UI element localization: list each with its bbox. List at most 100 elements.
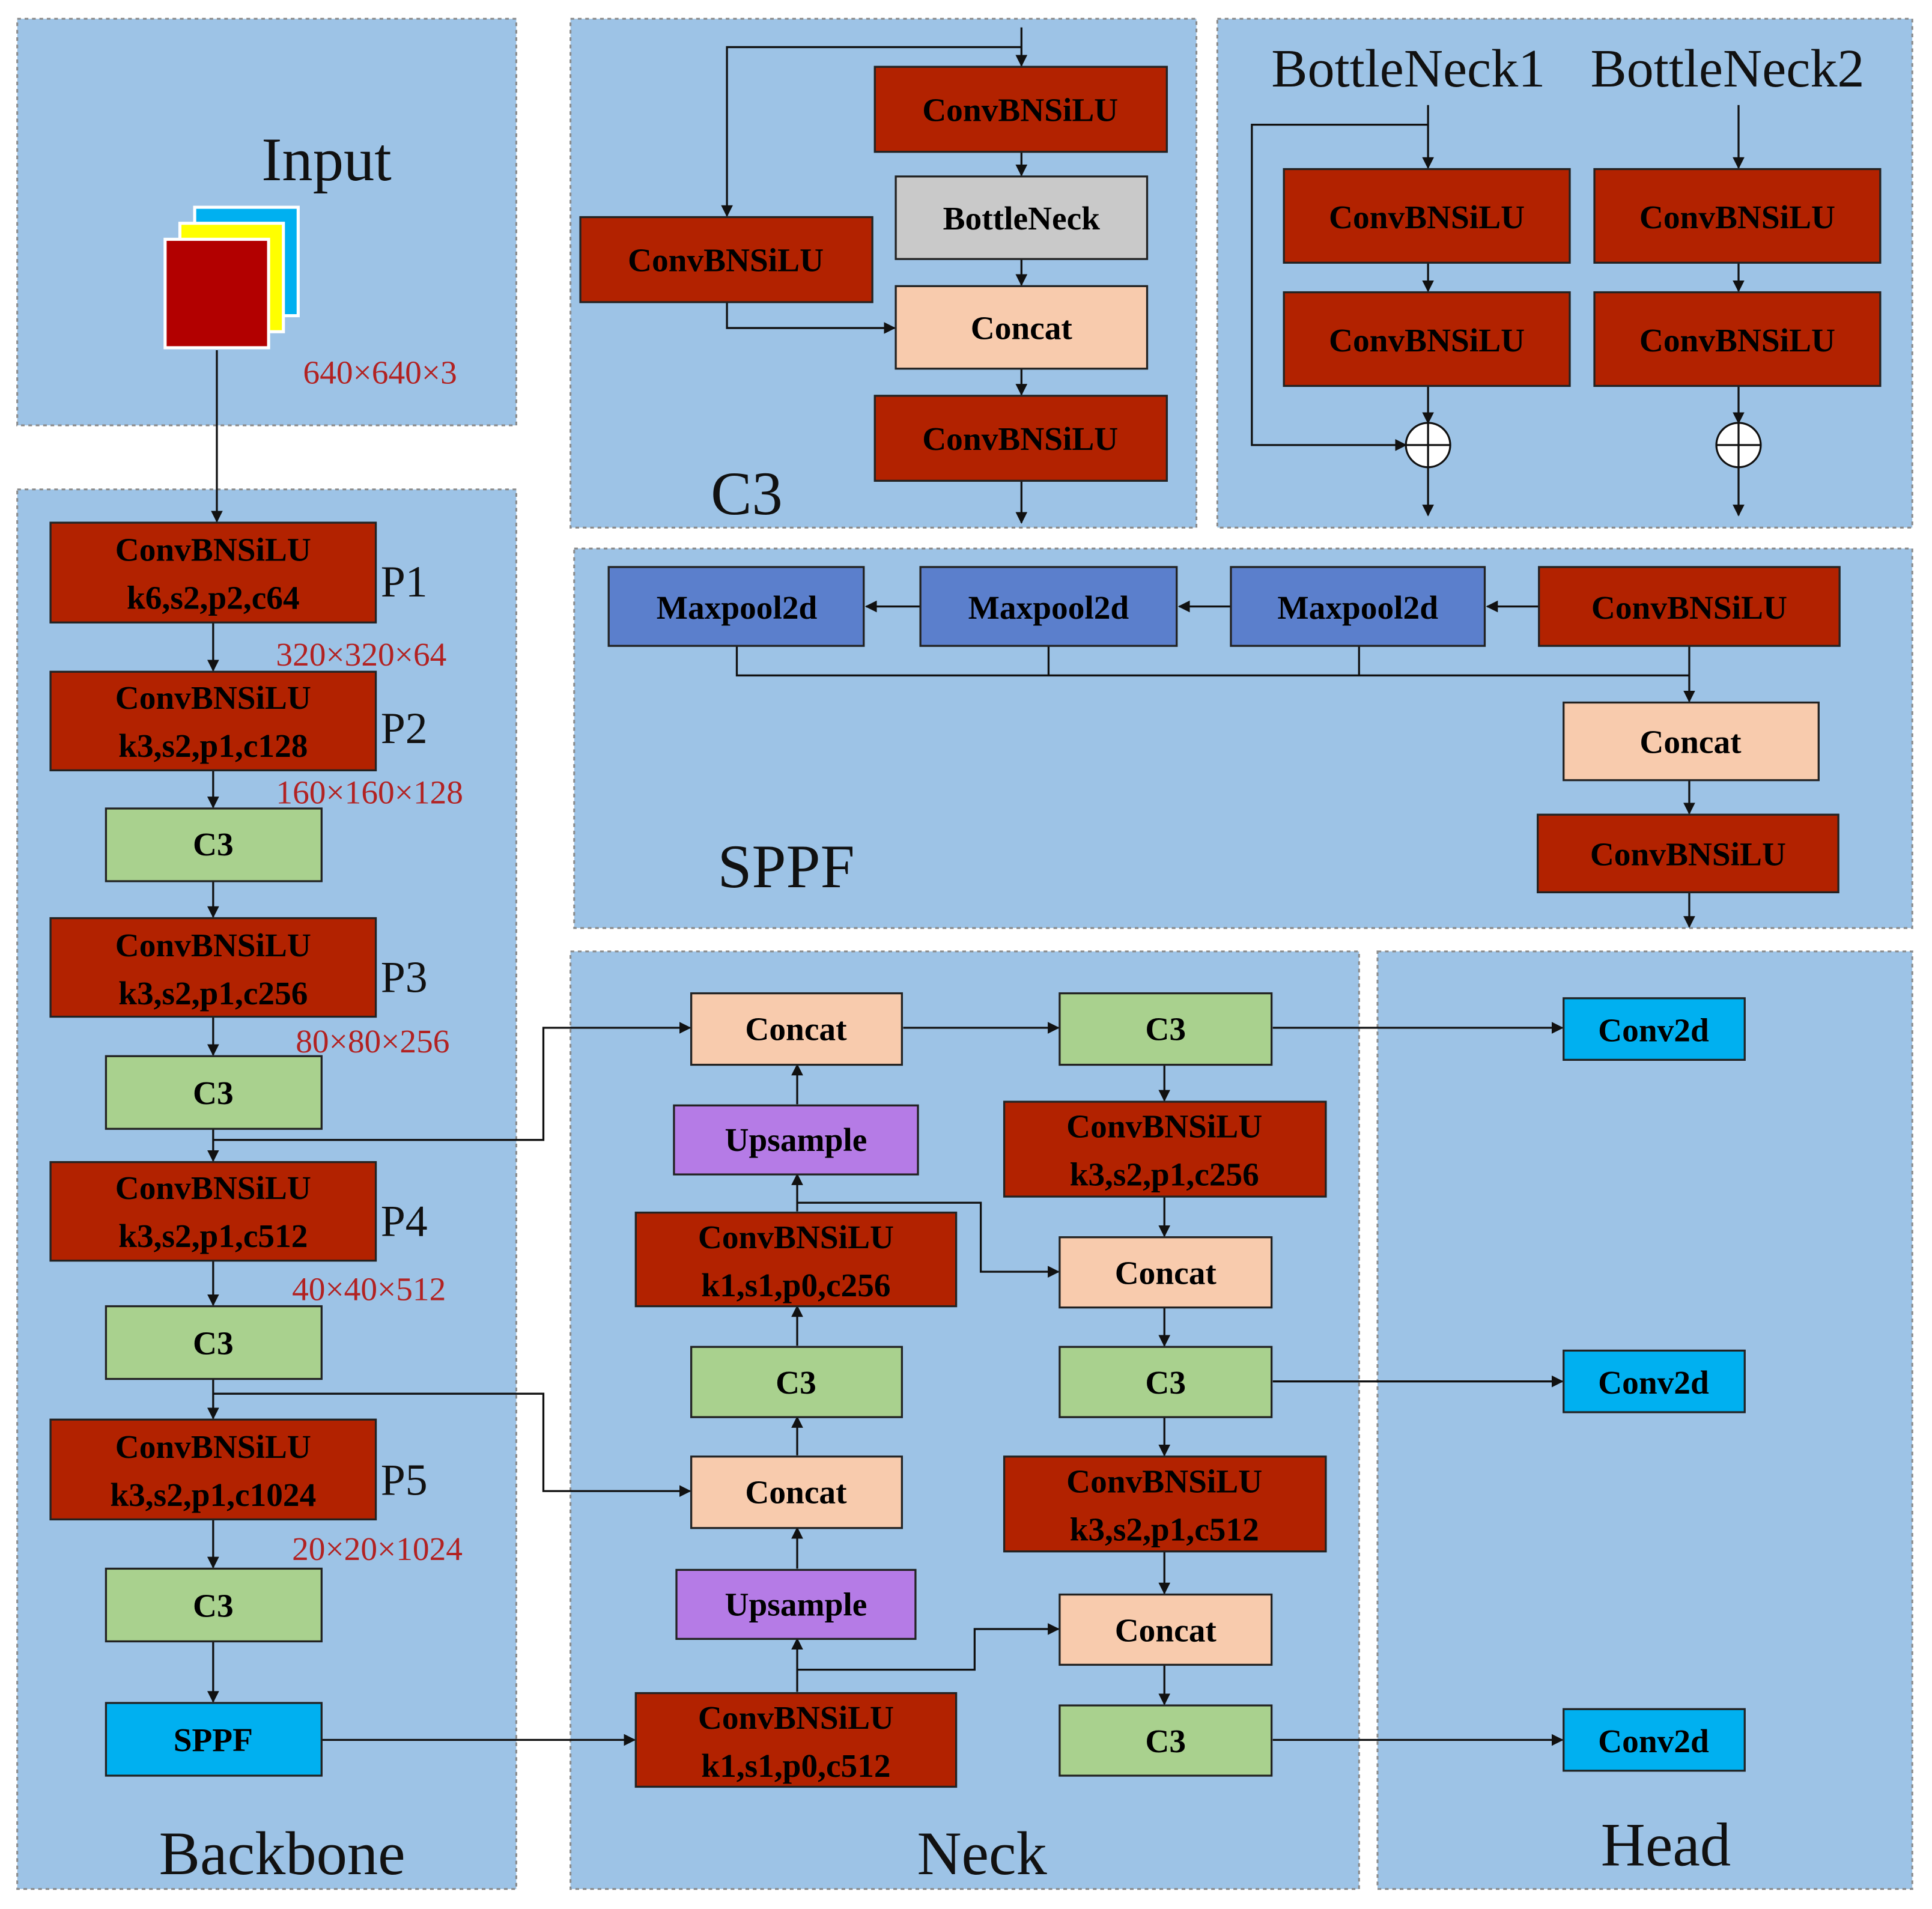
neck-upsample-bottom — [675, 1568, 917, 1640]
backbone-c3-3 — [105, 1305, 323, 1380]
neck-concat-r2 — [1059, 1593, 1273, 1666]
backbone-p4-label-2: k3,s2,p1,c512 — [118, 1218, 308, 1254]
backbone-c3-2 — [105, 1055, 323, 1130]
input-image-stack — [163, 205, 300, 350]
section-title-input: Input — [261, 126, 391, 194]
backbone-p2-label-1: ConvBNSiLU — [115, 679, 311, 716]
section-title-backbone: Backbone — [159, 1820, 406, 1888]
backbone-p1-label-1: ConvBNSiLU — [115, 532, 311, 568]
c3-conv-side-label: ConvBNSiLU — [628, 242, 824, 279]
edge — [1251, 123, 1429, 451]
backbone-p3-label-2: k3,s2,p1,c256 — [118, 975, 308, 1012]
sppf-conv-in — [1538, 566, 1841, 647]
input-layer-front — [163, 237, 270, 350]
neck-c3-r3-label: C3 — [1145, 1723, 1186, 1759]
edge — [797, 1623, 1060, 1671]
backbone-p4-label-1: ConvBNSiLU — [115, 1170, 311, 1206]
c3-bottleneck — [895, 175, 1149, 260]
backbone-sppf-label: SPPF — [174, 1722, 253, 1758]
backbone-c3-2-label: C3 — [193, 1075, 234, 1111]
backbone-sppf — [105, 1702, 323, 1777]
neck-conv-r2-label-1: ConvBNSiLU — [1066, 1463, 1262, 1499]
c3-conv-top-label: ConvBNSiLU — [922, 91, 1118, 128]
neck-conv-r1 — [1003, 1100, 1327, 1198]
neck-concat-top — [690, 992, 903, 1066]
neck-conv-k1-256 — [634, 1212, 958, 1308]
section-title-sppf: SPPF — [717, 833, 854, 901]
bottleneck1-conv-2-label: ConvBNSiLU — [1329, 322, 1525, 359]
neck-c3-r3 — [1059, 1704, 1273, 1777]
tag-p4: P4 — [381, 1197, 428, 1246]
c3-conv-top — [873, 65, 1168, 153]
bottleneck2-conv-1-label: ConvBNSiLU — [1639, 199, 1835, 235]
section-title-bottleneck2: BottleNeck2 — [1590, 38, 1864, 99]
c3-conv-bottom-label: ConvBNSiLU — [922, 420, 1118, 457]
head-conv2d-2 — [1563, 1349, 1746, 1413]
sppf-conv-out — [1537, 813, 1839, 894]
sppf-conv-out-label: ConvBNSiLU — [1590, 836, 1786, 872]
bottleneck-panel — [1216, 17, 1913, 529]
backbone-p2-label-2: k3,s2,p1,c128 — [118, 727, 308, 764]
neck-conv-k1-512-label-2: k1,s1,p0,c512 — [701, 1747, 890, 1784]
connectors — [207, 27, 1745, 1746]
neck-c3-mid-label: C3 — [776, 1364, 816, 1401]
neck-concat-r2-label: Concat — [1115, 1612, 1217, 1648]
neck-concat-mid-label: Concat — [745, 1474, 847, 1511]
neck-upsample-top — [673, 1104, 919, 1176]
neck-conv-k1-512-label-1: ConvBNSiLU — [698, 1699, 894, 1736]
backbone-p5-label-2: k3,s2,p1,c1024 — [110, 1477, 316, 1513]
neck-conv-k1-512 — [634, 1692, 958, 1788]
input-size-label: 640×640×3 — [303, 354, 457, 390]
head-conv2d-1 — [1563, 997, 1746, 1061]
add-node-2 — [1715, 422, 1762, 469]
backbone-c3-3-label: C3 — [193, 1325, 234, 1362]
sppf-maxpool-3-label: Maxpool2d — [1277, 589, 1438, 626]
neck-conv-r1-label-1: ConvBNSiLU — [1066, 1108, 1262, 1145]
neck-upsample-top-label: Upsample — [725, 1121, 867, 1158]
section-title-c3: C3 — [711, 460, 783, 528]
sppf-maxpool-2 — [919, 566, 1178, 647]
c3-conv-bottom — [873, 395, 1168, 482]
add-node-1 — [1405, 422, 1451, 469]
neck-conv-k1-256-label-1: ConvBNSiLU — [698, 1219, 894, 1255]
neck-conv-r2 — [1003, 1455, 1327, 1553]
bottleneck1-conv-1-label: ConvBNSiLU — [1329, 199, 1525, 235]
bottleneck1-conv-2 — [1283, 291, 1571, 387]
c3-concat-label: Concat — [971, 310, 1073, 347]
backbone-c3-1 — [105, 807, 323, 882]
bottleneck2-conv-2-label: ConvBNSiLU — [1639, 322, 1835, 359]
bottleneck2-conv-2 — [1593, 291, 1882, 387]
neck-conv-r1-label-2: k3,s2,p1,c256 — [1070, 1156, 1259, 1193]
c3-concat — [895, 285, 1149, 370]
sppf-concat-label: Concat — [1639, 724, 1742, 760]
backbone-conv-p3 — [49, 917, 377, 1018]
head-conv2d-3 — [1563, 1708, 1746, 1772]
section-title-neck: Neck — [917, 1820, 1047, 1888]
backbone-p5-label-1: ConvBNSiLU — [115, 1428, 311, 1465]
edge — [726, 302, 896, 334]
bottleneck2-conv-1 — [1593, 168, 1882, 264]
edge — [735, 646, 1689, 677]
head-conv2d-1-label: Conv2d — [1598, 1012, 1709, 1049]
neck-conv-k1-256-label-2: k1,s1,p0,c256 — [701, 1267, 890, 1304]
dim-p3: 80×80×256 — [296, 1023, 449, 1060]
neck-c3-r2 — [1059, 1346, 1273, 1418]
neck-c3-r1-label: C3 — [1145, 1011, 1186, 1048]
neck-concat-r1 — [1059, 1236, 1273, 1309]
sppf-conv-in-label: ConvBNSiLU — [1591, 589, 1787, 626]
neck-conv-r2-label-2: k3,s2,p1,c512 — [1070, 1511, 1259, 1547]
edge — [213, 1022, 691, 1141]
dim-p1: 320×320×64 — [276, 636, 446, 673]
neck-concat-r1-label: Concat — [1115, 1255, 1217, 1291]
dim-p5: 20×20×1024 — [292, 1531, 463, 1567]
sppf-maxpool-2-label: Maxpool2d — [968, 589, 1129, 626]
bottleneck1-conv-1 — [1283, 168, 1571, 264]
sppf-maxpool-3 — [1230, 566, 1486, 647]
neck-c3-r1 — [1059, 992, 1273, 1066]
backbone-conv-p2 — [49, 670, 377, 772]
tag-p1: P1 — [381, 557, 428, 606]
sppf-maxpool-1-label: Maxpool2d — [657, 589, 818, 626]
head-conv2d-3-label: Conv2d — [1598, 1723, 1709, 1759]
backbone-c3-4-label: C3 — [193, 1587, 234, 1624]
